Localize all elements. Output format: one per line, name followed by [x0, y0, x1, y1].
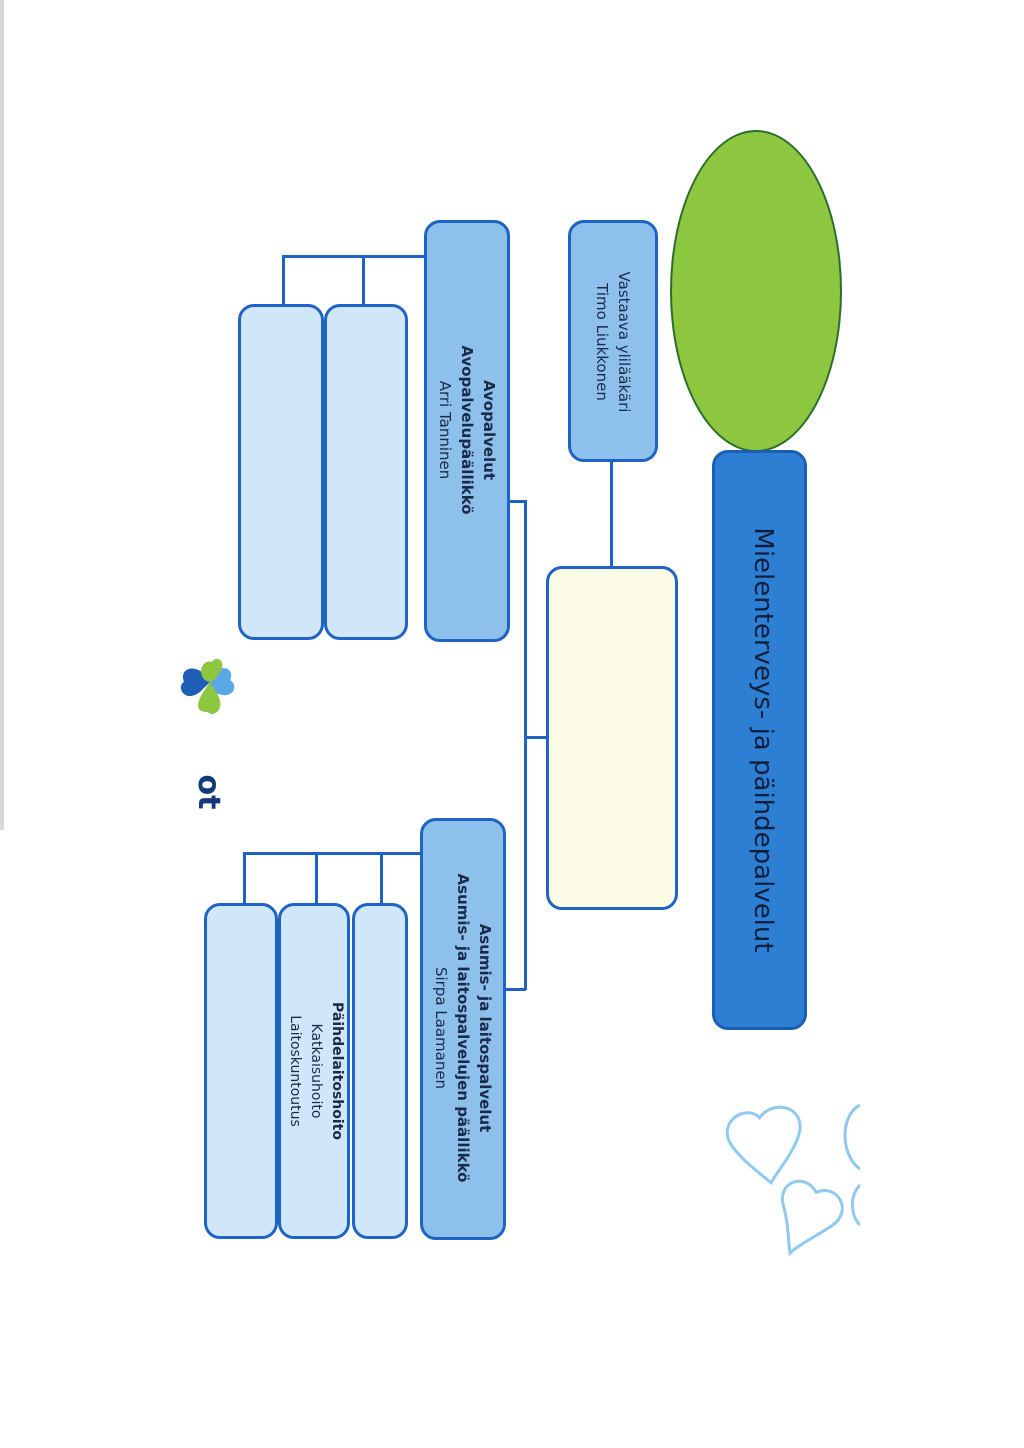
title-label: Mielenterveys- ja päihdepalvelut: [748, 527, 778, 953]
outpatient-bracket-left: [282, 255, 285, 305]
housing-bracket-middle: [315, 852, 318, 904]
scan-edge: [0, 0, 4, 830]
housing-subunit-1: [352, 903, 408, 1239]
housing-bracket-left: [243, 852, 246, 904]
title-text: Mielenterveys- ja päihdepalvelut: [742, 450, 778, 1030]
housing-bracket-right: [380, 852, 383, 904]
outpatient-bracket-right: [362, 255, 365, 305]
housing-unit: Asumis- ja laitospalvelut: [476, 923, 494, 1133]
logo-text-label: ot: [191, 774, 226, 810]
housing-text: Asumis- ja laitospalvelut Asumis- ja lai…: [430, 818, 496, 1238]
substance-heading: Päihdelaitoshoito: [329, 1002, 345, 1140]
outpatient-box: [424, 220, 510, 642]
housing-name: Sirpa Laamanen: [432, 966, 450, 1090]
connector-to-housing: [504, 988, 526, 991]
outpatient-bracket-horizontal: [282, 255, 426, 258]
title-box: [712, 450, 807, 1030]
substance-box-text: Päihdelaitoshoito Katkaisuhoito Laitosku…: [281, 918, 347, 1224]
outpatient-text: Avopalvelut Avopalvelupäällikkö Arri Tan…: [434, 238, 500, 622]
housing-bracket-horizontal: [243, 852, 422, 855]
housing-role: Asumis- ja laitospalvelujen päällikkö: [454, 873, 472, 1183]
chief-physician-box: [568, 220, 658, 462]
outpatient-role: Avopalvelupäällikkö: [458, 345, 476, 515]
connector-to-outpatient: [508, 500, 526, 503]
connector-physician-center: [610, 462, 613, 566]
chief-physician-role: Vastaava ylilääkäri: [615, 271, 633, 413]
housing-subunit-3: [204, 903, 278, 1239]
substance-line-2: Laitoskuntoutus: [287, 1015, 303, 1127]
logo-text: ot: [188, 770, 228, 814]
chief-physician-text: Vastaava ylilääkäri Timo Liukkonen: [591, 221, 635, 463]
outpatient-name: Arri Tanninen: [436, 380, 454, 480]
housing-box: [420, 818, 506, 1240]
green-ellipse: [670, 130, 842, 452]
outpatient-unit: Avopalvelut: [480, 379, 498, 481]
connector-vertical-main: [524, 500, 527, 990]
clover-logo-icon: [180, 658, 235, 714]
substance-line-1: Katkaisuhoito: [308, 1023, 324, 1119]
outline-clover-icon: [725, 1103, 860, 1257]
outpatient-subunit-1: [324, 304, 408, 640]
connector-center-stub: [525, 736, 547, 739]
center-box: [546, 566, 678, 910]
outpatient-subunit-2: [238, 304, 324, 640]
housing-subunit-2: [278, 903, 350, 1239]
chief-physician-name: Timo Liukkonen: [593, 283, 611, 401]
